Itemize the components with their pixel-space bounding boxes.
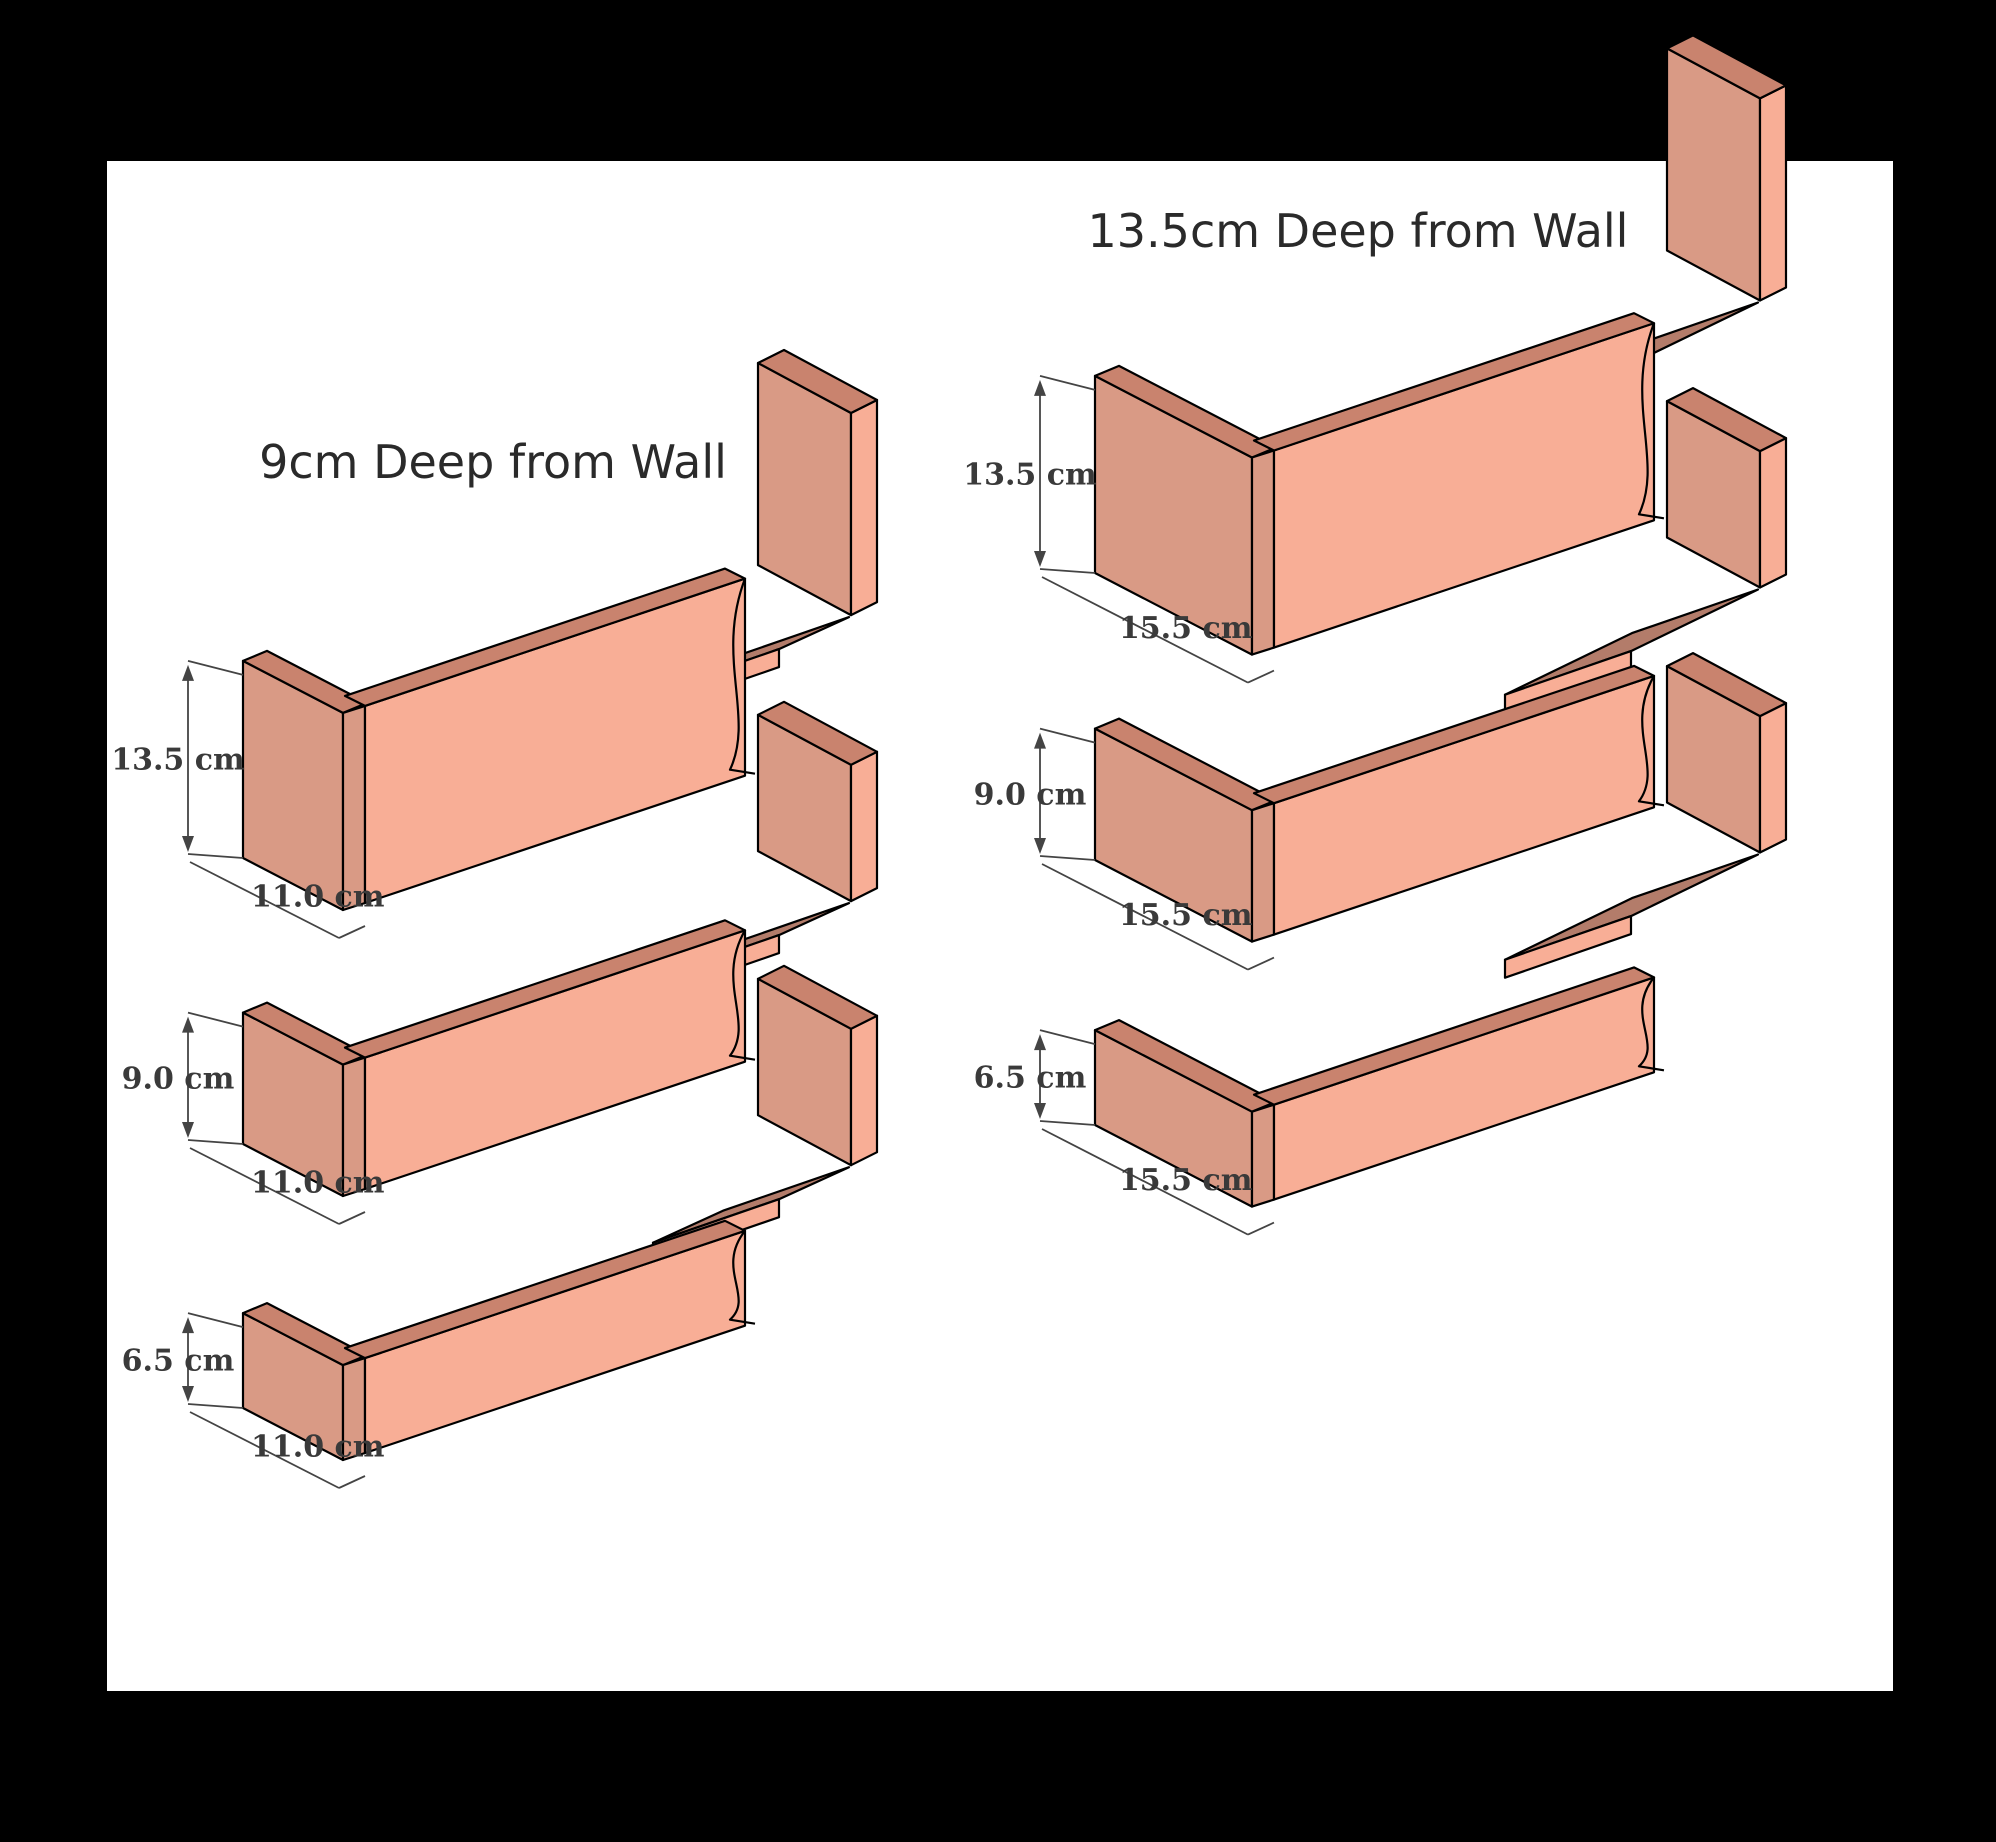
height-arrow-top	[182, 664, 194, 681]
height-extension-bottom	[1039, 855, 1096, 861]
cut-edge	[1637, 976, 1665, 1072]
left-end-edge	[1250, 802, 1276, 943]
cut-edge	[1637, 322, 1665, 520]
right-group-title: 13.5cm Deep from Wall	[1088, 204, 1629, 258]
front-panel-top	[1252, 966, 1656, 1106]
shelf-right-3: 6.5 cm 15.5 cm	[974, 651, 1788, 1236]
shelf-left-1: 13.5 cm 11.0 cm	[111, 348, 879, 939]
shelf-right-2: 9.0 cm 15.5 cm	[974, 387, 1788, 971]
height-arrow-top	[1034, 1034, 1046, 1051]
right-end-edge	[1758, 701, 1788, 854]
height-extension-bottom	[187, 1139, 244, 1145]
height-label: 9.0 cm	[974, 777, 1087, 812]
cut-edge	[728, 929, 756, 1061]
depth-label: 15.5 cm	[1119, 611, 1253, 646]
depth-label: 15.5 cm	[1119, 1163, 1253, 1198]
right-end-edge	[1758, 437, 1788, 589]
height-extension-top	[187, 660, 244, 676]
shelf-floor-lip	[1503, 914, 1633, 979]
height-label: 13.5 cm	[963, 457, 1097, 492]
height-extension-bottom	[187, 853, 244, 859]
cut-edge	[728, 1230, 756, 1325]
height-arrow-bottom	[182, 1122, 194, 1138]
shelf-left-3: 6.5 cm 11.0 cm	[122, 964, 879, 1489]
shelf-right-1: 13.5 cm 15.5 cm	[963, 34, 1788, 684]
right-end-top	[1665, 651, 1788, 718]
left-group-title: 9cm Deep from Wall	[259, 435, 727, 489]
depth-dimension-line	[1041, 1128, 1249, 1236]
depth-extension	[338, 1211, 366, 1225]
right-end-edge	[849, 750, 879, 903]
height-label: 9.0 cm	[122, 1061, 235, 1096]
height-extension-bottom	[187, 1403, 244, 1409]
right-end-edge	[849, 398, 879, 617]
height-arrow-bottom	[182, 1386, 194, 1402]
depth-extension	[338, 1475, 366, 1489]
height-extension-bottom	[1039, 1120, 1096, 1126]
depth-extension	[1247, 669, 1275, 684]
shelves-layer: 13.5 cm 11.0 cm 9.0 cm 11.0 cm 6.5 cm 11.0 cm…	[111, 34, 1788, 1489]
depth-extension	[1247, 956, 1275, 971]
height-label: 6.5 cm	[122, 1344, 235, 1379]
right-end-top	[756, 964, 879, 1030]
height-extension-top	[1039, 1029, 1096, 1045]
height-arrow-bottom	[1034, 838, 1046, 854]
left-end-edge	[1250, 449, 1276, 656]
front-panel-top	[1252, 312, 1656, 452]
depth-dimension-line	[1041, 863, 1249, 971]
depth-label: 11.0 cm	[251, 1166, 385, 1201]
height-extension-bottom	[1039, 568, 1096, 574]
depth-extension	[1247, 1221, 1275, 1236]
height-arrow-bottom	[1034, 1103, 1046, 1119]
height-arrow-bottom	[182, 836, 194, 852]
front-panel-top	[1252, 664, 1656, 805]
right-end-top	[756, 700, 879, 766]
height-arrow-bottom	[1034, 551, 1046, 567]
shelf-left-2: 9.0 cm 11.0 cm	[122, 700, 879, 1225]
height-extension-top	[187, 1011, 244, 1028]
depth-label: 11.0 cm	[251, 1430, 385, 1465]
right-end-edge	[1758, 84, 1788, 302]
height-arrow-top	[1034, 379, 1046, 396]
depth-dimension-line	[1041, 576, 1249, 684]
depth-dimension-line	[189, 1147, 340, 1225]
height-arrow-top	[182, 1016, 194, 1033]
height-extension-top	[1039, 727, 1096, 744]
depth-label: 11.0 cm	[251, 880, 385, 915]
front-panel-top	[343, 567, 747, 708]
height-label: 13.5 cm	[111, 742, 245, 777]
right-end-top	[1665, 387, 1788, 453]
cut-edge	[728, 578, 756, 775]
height-label: 6.5 cm	[974, 1061, 1087, 1096]
depth-dimension-line	[189, 861, 340, 939]
front-panel-top	[343, 1219, 747, 1360]
depth-label: 15.5 cm	[1119, 898, 1253, 933]
depth-extension	[338, 925, 366, 939]
right-end-edge	[849, 1014, 879, 1167]
right-end-top	[756, 348, 879, 415]
height-arrow-top	[1034, 732, 1046, 749]
front-panel-top	[343, 919, 747, 1059]
right-end-top	[1665, 34, 1788, 100]
cut-edge	[1637, 675, 1665, 807]
height-arrow-top	[182, 1317, 194, 1334]
left-end-edge	[1250, 1103, 1276, 1208]
depth-dimension-line	[189, 1411, 340, 1489]
height-extension-top	[187, 1312, 244, 1328]
height-extension-top	[1039, 375, 1096, 391]
